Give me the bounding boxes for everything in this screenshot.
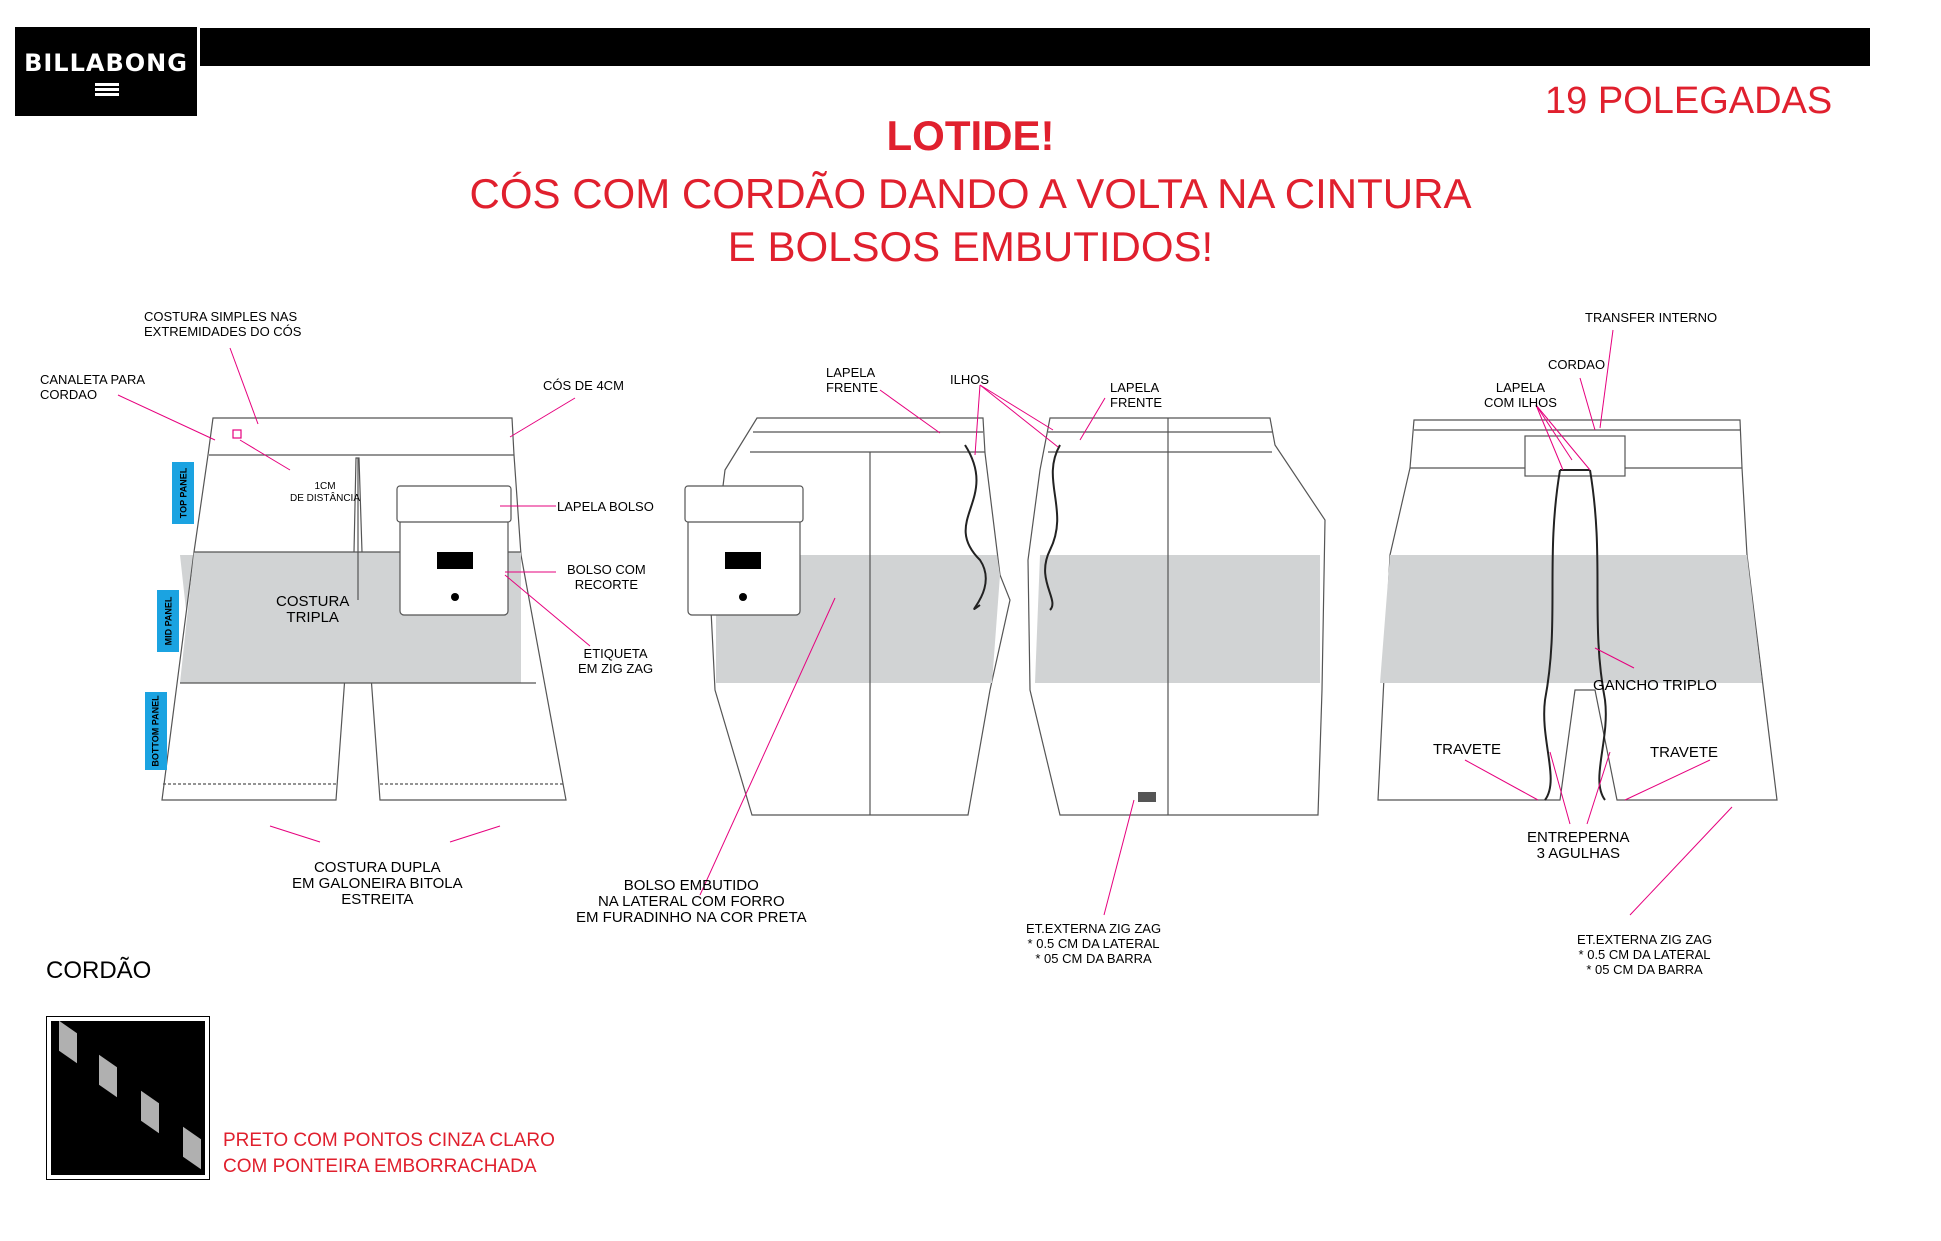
brand-logo-text: BILLABONG — [24, 49, 188, 77]
label-et-externa-mid: ET.EXTERNA ZIG ZAG* 0.5 CM DA LATERAL* 0… — [1026, 921, 1162, 966]
heading-title: LOTIDE! — [886, 112, 1055, 159]
label-travete-right: TRAVETE — [1650, 744, 1719, 761]
leader-lines — [117, 329, 1733, 916]
side-view-back — [1027, 417, 1326, 816]
size-label: 19 POLEGADAS — [1545, 80, 1833, 122]
brand-logo: BILLABONG — [15, 27, 197, 116]
heading-subtitle-2: E BOLSOS EMBUTIDOS! — [727, 223, 1214, 270]
side-view-front — [684, 417, 1011, 816]
label-gancho-triplo: GANCHO TRIPLO — [1593, 677, 1717, 694]
heading-subtitle-1: CÓS COM CORDÃO DANDO A VOLTA NA CINTURA — [469, 170, 1472, 217]
panel-tag-mid: MID PANEL — [157, 590, 179, 652]
cordao-title: CORDÃO — [46, 957, 152, 984]
panel-tag-top: TOP PANEL — [172, 462, 194, 524]
label-transfer-interno: TRANSFER INTERNO — [1585, 310, 1718, 325]
label-et-externa-right: ET.EXTERNA ZIG ZAG* 0.5 CM DA LATERAL* 0… — [1577, 932, 1713, 977]
label-lapela-bolso: LAPELA BOLSO — [557, 499, 654, 514]
label-cordao: CORDAO — [1548, 357, 1606, 372]
cordao-description: PRETO COM PONTOS CINZA CLARO COM PONTEIR… — [223, 1130, 555, 1177]
cordao-swatch — [46, 1016, 210, 1180]
label-cos-4cm: CÓS DE 4CM — [543, 378, 624, 393]
panel-tag-bottom: BOTTOM PANEL — [145, 692, 167, 770]
back-view-shorts — [1377, 419, 1778, 801]
front-view-shorts — [161, 417, 567, 801]
label-travete-left: TRAVETE — [1433, 741, 1502, 758]
header-bar — [200, 28, 1870, 66]
label-ilhos: ILHOS — [950, 372, 990, 387]
brand-mark-icon — [95, 83, 119, 97]
